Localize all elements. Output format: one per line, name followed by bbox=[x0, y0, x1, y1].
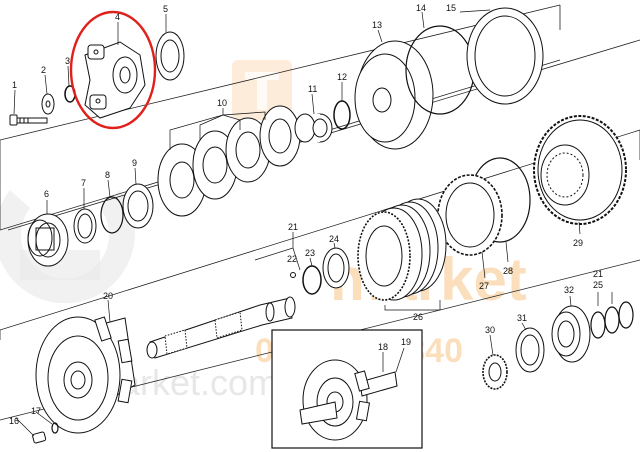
label-part-28: 28 bbox=[503, 266, 513, 276]
part-26-bracket bbox=[384, 300, 441, 311]
label-part-21-right: 21 bbox=[593, 269, 603, 279]
part-25-rings bbox=[590, 301, 634, 339]
highlight-ellipse bbox=[69, 10, 157, 130]
label-part-10: 10 bbox=[217, 98, 227, 108]
label-part-15: 15 bbox=[446, 3, 456, 13]
part-21-leader bbox=[254, 232, 301, 271]
part-24-ring bbox=[322, 247, 350, 289]
label-part-31: 31 bbox=[517, 313, 527, 323]
label-part-13: 13 bbox=[372, 20, 382, 30]
label-part-5: 5 bbox=[163, 4, 168, 14]
label-part-8: 8 bbox=[105, 170, 110, 180]
label-part-9: 9 bbox=[132, 158, 137, 168]
part-17-seal bbox=[51, 422, 59, 434]
label-part-30: 30 bbox=[485, 325, 495, 335]
label-part-17: 17 bbox=[31, 406, 41, 416]
part-13-piston bbox=[354, 40, 434, 150]
label-part-14: 14 bbox=[416, 3, 426, 13]
label-part-12: 12 bbox=[337, 72, 347, 82]
part-21-25-leader bbox=[597, 292, 613, 306]
part-7-ring bbox=[73, 208, 97, 244]
label-part-18: 18 bbox=[378, 342, 388, 352]
label-part-23: 23 bbox=[305, 248, 315, 258]
part-10-disc-pack bbox=[157, 105, 301, 217]
leader-lines bbox=[13, 9, 581, 437]
label-part-6: 6 bbox=[44, 189, 49, 199]
part-29-gear bbox=[533, 115, 627, 225]
part-8-snap-ring bbox=[100, 196, 124, 234]
part-32-bearing bbox=[551, 305, 591, 363]
part-30-needle-bearing bbox=[482, 354, 508, 390]
label-part-21: 21 bbox=[288, 222, 298, 232]
label-part-20: 20 bbox=[103, 291, 113, 301]
label-part-2: 2 bbox=[41, 65, 46, 75]
part-number-labels: 1 2 3 4 5 6 7 8 9 10 11 12 13 14 15 16 1… bbox=[9, 3, 603, 426]
label-part-29: 29 bbox=[573, 238, 583, 248]
part-26-disc-pack bbox=[357, 198, 447, 301]
label-part-1: 1 bbox=[12, 80, 17, 90]
label-part-32: 32 bbox=[564, 285, 574, 295]
part-9-shim bbox=[122, 183, 154, 229]
label-part-24: 24 bbox=[329, 234, 339, 244]
inset-assembly-box bbox=[271, 329, 423, 449]
part-31-spacer bbox=[515, 327, 545, 373]
label-part-11: 11 bbox=[308, 84, 317, 94]
part-6-bearing bbox=[27, 213, 69, 267]
label-part-3: 3 bbox=[65, 56, 70, 66]
label-part-26: 26 bbox=[413, 312, 423, 322]
part-11-sleeve bbox=[294, 113, 333, 143]
part-22-ball bbox=[290, 272, 296, 278]
label-part-27: 27 bbox=[479, 281, 489, 291]
main-shaft bbox=[146, 296, 296, 359]
part-12-oring bbox=[333, 100, 351, 130]
label-part-4: 4 bbox=[115, 12, 120, 22]
part-15-plate bbox=[466, 7, 544, 105]
label-part-16: 16 bbox=[9, 416, 19, 426]
part-27-end-plate bbox=[437, 174, 503, 256]
part-1-bolt bbox=[9, 114, 48, 126]
part-20-clutch-housing bbox=[35, 316, 136, 434]
part-5-seal bbox=[155, 31, 185, 81]
label-part-22: 22 bbox=[287, 254, 297, 264]
watermark-logo bbox=[232, 60, 292, 120]
label-part-25: 25 bbox=[593, 280, 603, 290]
part-10-leader-lines bbox=[169, 108, 266, 150]
part-16-plug bbox=[32, 431, 47, 444]
part-23-oring bbox=[302, 265, 322, 295]
label-part-7: 7 bbox=[81, 178, 86, 188]
part-4-flange-yoke bbox=[84, 41, 146, 119]
label-part-19: 19 bbox=[401, 337, 411, 347]
part-2-washer bbox=[41, 93, 55, 115]
